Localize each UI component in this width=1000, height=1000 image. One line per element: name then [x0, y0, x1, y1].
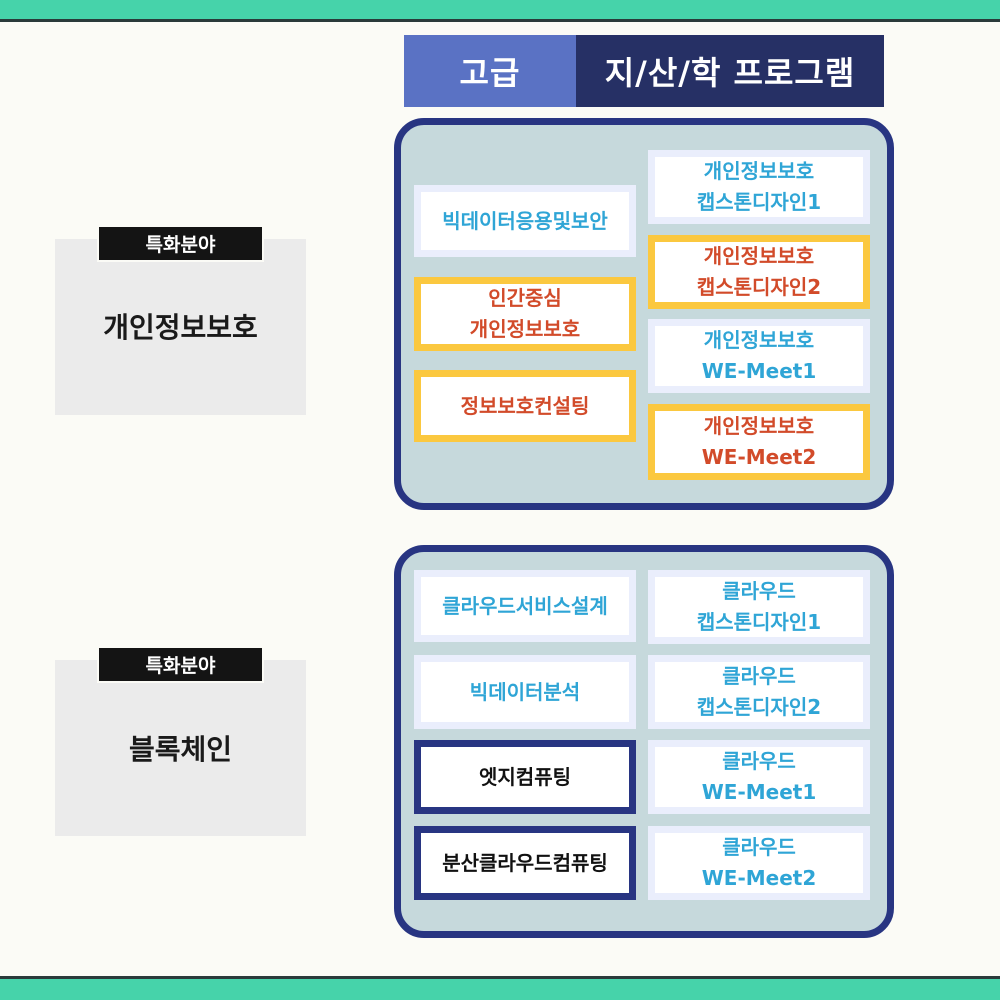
course-line: 클라우드: [722, 579, 796, 603]
course-card: 정보보호컨설팅: [414, 370, 636, 442]
course-card: 클라우드 캡스톤디자인1: [648, 570, 870, 644]
category-tag-blockchain: 특화분야: [97, 646, 264, 683]
header-level: 고급: [404, 35, 576, 107]
course-line: 개인정보보호: [703, 244, 815, 268]
course-line: 개인정보보호: [703, 328, 815, 352]
course-line: WE-Meet1: [701, 780, 817, 804]
category-title-blockchain: 블록체인: [128, 733, 233, 766]
course-line: WE-Meet2: [701, 866, 817, 890]
course-card: 엣지컴퓨팅: [414, 740, 636, 814]
category-box-blockchain: [55, 660, 306, 836]
course-line: 빅데이터분석: [469, 679, 581, 704]
category-box-privacy: [55, 239, 306, 415]
course-line: WE-Meet2: [701, 445, 817, 469]
course-line: 분산클라우드컴퓨팅: [442, 850, 608, 875]
course-card: 클라우드 WE-Meet1: [648, 740, 870, 814]
course-line: 클라우드: [722, 835, 796, 859]
course-line: 개인정보보호: [469, 317, 581, 341]
course-line: 개인정보보호: [703, 159, 815, 183]
course-card: 인간중심 개인정보보호: [414, 277, 636, 351]
course-line: 인간중심: [488, 286, 562, 310]
course-line: 정보보호컨설팅: [460, 393, 590, 418]
course-line: 캡스톤디자인1: [696, 190, 822, 214]
course-card: 개인정보보호 WE-Meet2: [648, 404, 870, 480]
course-line: 클라우드서비스설계: [442, 593, 608, 618]
course-card: 분산클라우드컴퓨팅: [414, 826, 636, 900]
course-line: 클라우드: [722, 749, 796, 773]
course-card: 빅데이터응용및보안: [414, 185, 636, 257]
category-tag-privacy: 특화분야: [97, 225, 264, 262]
category-title-privacy: 개인정보보호: [103, 311, 258, 344]
course-card: 클라우드 WE-Meet2: [648, 826, 870, 900]
bottom-band: [0, 976, 1000, 1000]
course-line: 엣지컴퓨팅: [479, 764, 571, 789]
course-line: 클라우드: [722, 664, 796, 688]
course-card: 클라우드서비스설계: [414, 570, 636, 642]
course-card: 개인정보보호 캡스톤디자인1: [648, 150, 870, 224]
course-line: 캡스톤디자인1: [696, 610, 822, 634]
course-card: 개인정보보호 WE-Meet1: [648, 319, 870, 393]
top-band: [0, 0, 1000, 22]
course-card: 빅데이터분석: [414, 655, 636, 729]
course-line: 캡스톤디자인2: [696, 695, 822, 719]
course-card: 개인정보보호 캡스톤디자인2: [648, 235, 870, 309]
header-program: 지/산/학 프로그램: [576, 35, 884, 107]
course-line: 빅데이터응용및보안: [442, 208, 608, 233]
course-line: WE-Meet1: [701, 359, 817, 383]
course-line: 개인정보보호: [703, 414, 815, 438]
course-line: 캡스톤디자인2: [696, 275, 822, 299]
course-card: 클라우드 캡스톤디자인2: [648, 655, 870, 729]
